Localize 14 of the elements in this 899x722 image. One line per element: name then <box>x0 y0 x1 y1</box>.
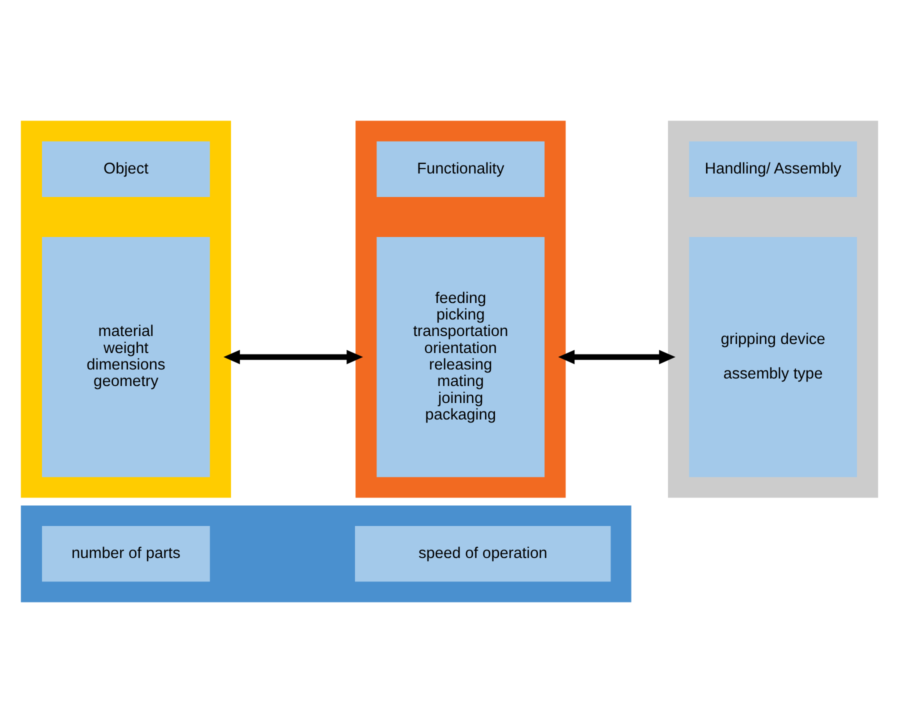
node-box: feeding picking transportation orientation releasing mating joining packaging <box>376 236 545 477</box>
cluster <box>20 504 632 602</box>
node-box: gripping device assembly type <box>689 236 857 477</box>
cluster <box>356 120 566 498</box>
node-box: Functionality <box>376 140 545 196</box>
node-box: Object <box>42 140 210 196</box>
node-box: Handling/ Assembly <box>689 140 857 196</box>
node-box: material weight dimensions geometry <box>42 236 210 477</box>
node-box: number of parts <box>42 526 210 582</box>
node-box: speed of operation <box>355 526 611 582</box>
arrow <box>558 349 676 364</box>
cluster <box>668 120 878 498</box>
arrow <box>224 349 364 364</box>
cluster <box>20 120 232 498</box>
